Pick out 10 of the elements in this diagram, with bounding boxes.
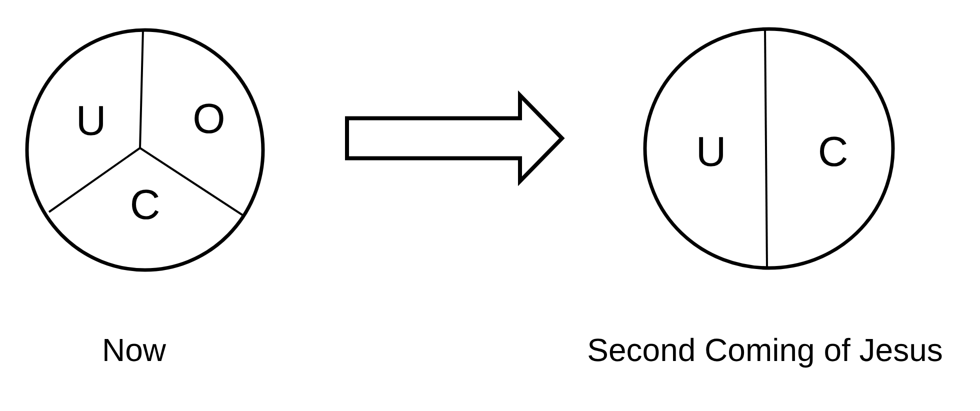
circle-caption: Second Coming of Jesus <box>587 334 943 366</box>
sector-letter: O <box>192 98 226 140</box>
sector-letter: C <box>130 184 160 226</box>
sector-letter: U <box>76 100 106 142</box>
circle-caption: Now <box>102 334 166 366</box>
block-arrow <box>345 90 565 186</box>
divided-circle <box>25 28 265 272</box>
divided-circle <box>643 27 895 270</box>
sector-letter: C <box>818 131 848 173</box>
sector-letter: U <box>696 131 726 173</box>
